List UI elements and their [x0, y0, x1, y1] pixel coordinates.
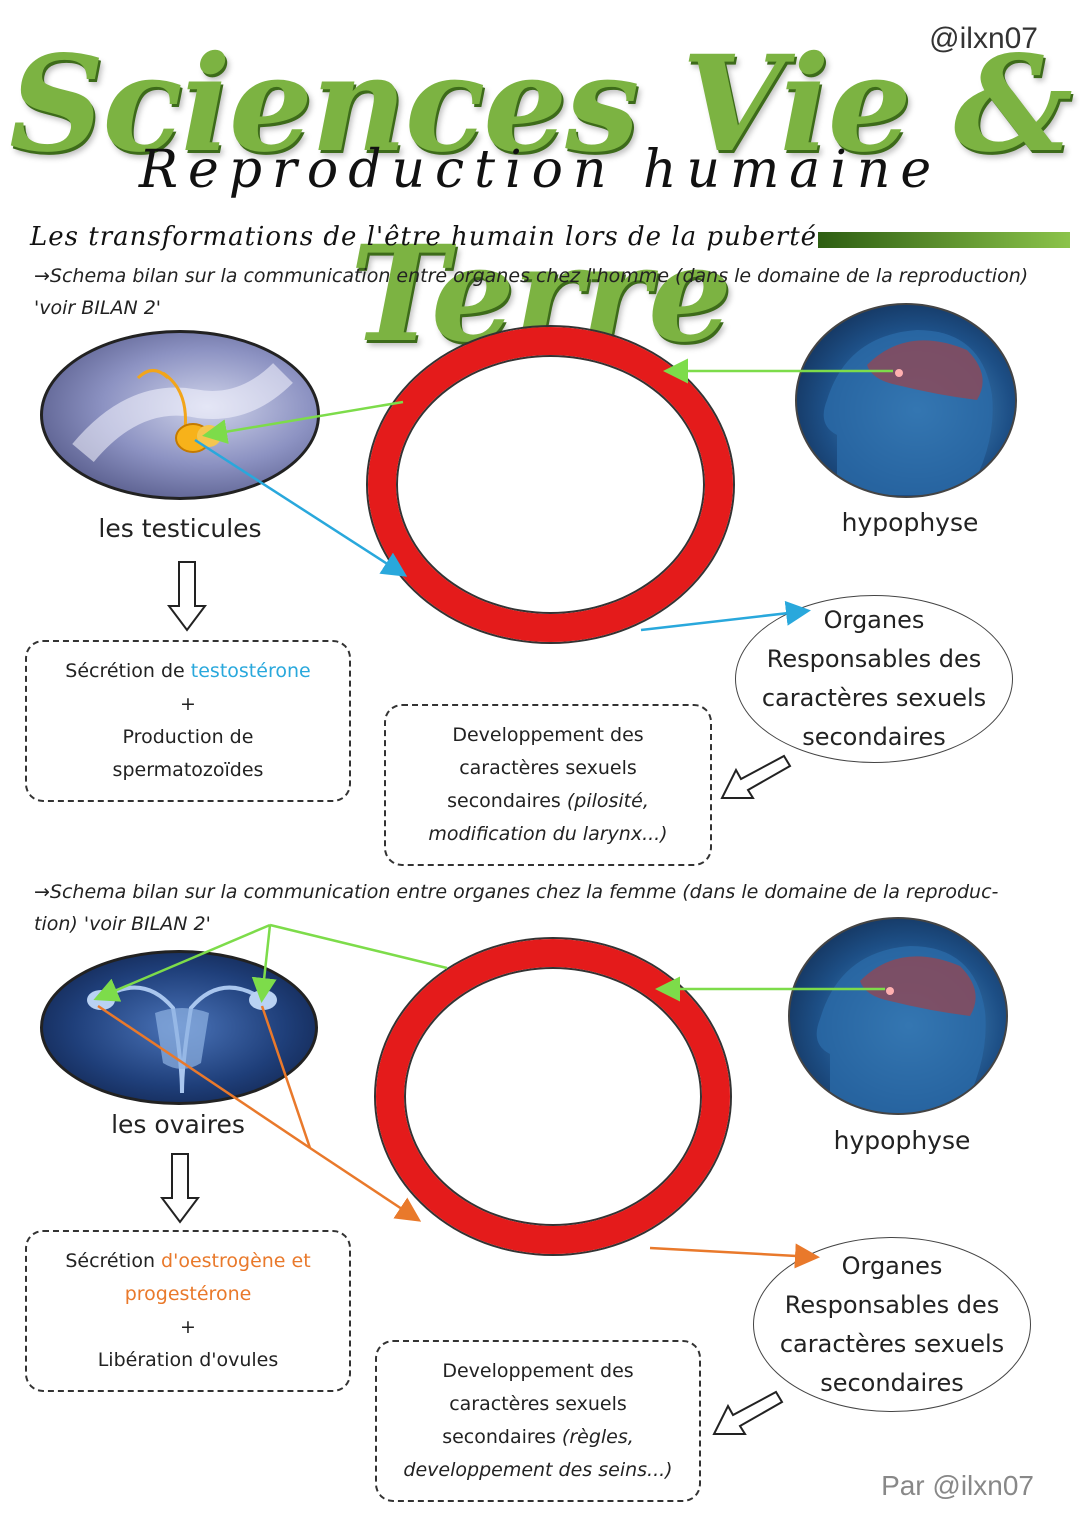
secretion-prefix: Sécrétion de	[65, 660, 191, 682]
arrow-to-left-ovary	[93, 923, 271, 1002]
testicles-label: les testicules	[98, 514, 262, 543]
male-intro-line2: 'voir BILAN 2'	[34, 297, 162, 319]
arrow-ring-to-organs	[640, 600, 811, 632]
dev-line3-plain: secondaires	[447, 790, 567, 812]
ovaries-illustration	[40, 950, 318, 1105]
pituitary-label-female: hypophyse	[833, 1126, 971, 1155]
dev-line3: secondaires (règles,	[377, 1421, 699, 1454]
organs-line4: secondaires	[802, 723, 946, 751]
male-secretion-box: Sécrétion de testostérone + Production d…	[25, 640, 351, 802]
organs-line4: secondaires	[820, 1368, 964, 1397]
dev-line2: caractères sexuels	[459, 757, 637, 779]
organs-line3: caractères sexuels	[779, 1329, 1005, 1358]
secretion-prefix: Sécrétion	[65, 1250, 162, 1272]
male-secretion-line: Sécrétion de testostérone	[27, 655, 349, 688]
liberation-line: Libération d'ovules	[97, 1349, 279, 1371]
male-organs-oval: Organes Responsables des caractères sexu…	[735, 595, 1013, 763]
dev-line3: secondaires (pilosité,	[386, 785, 710, 818]
female-organs-oval: Organes Responsables des caractères sexu…	[753, 1237, 1031, 1412]
female-secretion-line1: Sécrétion d'oestrogène et	[27, 1245, 349, 1278]
organs-line2: Responsables des	[784, 1290, 1000, 1319]
female-intro-line2: tion) 'voir BILAN 2'	[34, 913, 211, 935]
dev-line2: caractères sexuels	[449, 1393, 627, 1415]
down-arrow-icon-female	[160, 1153, 200, 1224]
hormone-progesterone: progestérone	[124, 1283, 252, 1305]
arrow-ovaries-to-ring	[309, 1146, 422, 1222]
page-subtitle: Reproduction humaine	[138, 140, 942, 200]
testicles-illustration	[40, 330, 320, 500]
pituitary-label-male: hypophyse	[841, 508, 979, 537]
arrow-ring-to-split	[269, 923, 448, 970]
hormone-oestrogen: d'oestrogène et	[161, 1250, 311, 1272]
ovaries-label: les ovaires	[111, 1110, 245, 1139]
arrow-left-ovary-out	[97, 1004, 311, 1150]
brain-illustration-female	[788, 917, 1008, 1115]
male-intro: →Schema bilan sur la communication entre…	[34, 260, 1028, 324]
title-underline-bar	[818, 232, 1070, 248]
dev-line4: modification du larynx...)	[428, 823, 668, 845]
organs-line1: Organes	[841, 1251, 943, 1280]
male-arrows	[194, 358, 893, 632]
section-title: Les transformations de l'être humain lor…	[30, 222, 818, 252]
plus-sign: +	[180, 693, 196, 715]
dev-line1: Developpement des	[452, 724, 644, 746]
arrow-ring-to-organs	[649, 1243, 820, 1269]
down-arrow-icon-male	[167, 561, 207, 632]
arrow-right-ovary-out	[260, 1005, 312, 1149]
female-intro-line1: →Schema bilan sur la communication entre…	[34, 881, 999, 903]
arrow-ring-to-testicles	[202, 400, 404, 445]
production-line2: spermatozoïdes	[112, 759, 264, 781]
female-secretion-box: Sécrétion d'oestrogène et progestérone +…	[25, 1230, 351, 1392]
organs-line3: caractères sexuels	[761, 684, 987, 712]
page-title: Sciences Vie & Terre	[9, 27, 1073, 372]
plus-sign: +	[180, 1316, 196, 1338]
dev-line4: developpement des seins...)	[403, 1459, 673, 1481]
hormone-testosterone: testostérone	[190, 660, 311, 682]
female-intro: →Schema bilan sur la communication entre…	[34, 876, 998, 940]
production-line1: Production de	[122, 726, 254, 748]
dev-line3-italic: (règles,	[561, 1426, 634, 1448]
hollow-arrow-icon-male	[720, 754, 792, 799]
dev-line3-italic: (pilosité,	[566, 790, 649, 812]
arrow-testicles-to-ring	[194, 438, 408, 577]
organs-line2: Responsables des	[766, 645, 982, 673]
organs-line1: Organes	[823, 606, 925, 634]
footer-credit: Par @ilxn07	[881, 1470, 1034, 1501]
dev-line3-plain: secondaires	[442, 1426, 562, 1448]
male-intro-line1: →Schema bilan sur la communication entre…	[34, 265, 1029, 287]
hollow-arrow-icon-female	[712, 1390, 784, 1435]
arrow-to-right-ovary	[251, 924, 277, 1003]
male-development-box: Developpement des caractères sexuels sec…	[384, 704, 712, 866]
female-development-box: Developpement des caractères sexuels sec…	[375, 1340, 701, 1502]
dev-line1: Developpement des	[442, 1360, 634, 1382]
author-handle: @ilxn07	[929, 22, 1038, 55]
